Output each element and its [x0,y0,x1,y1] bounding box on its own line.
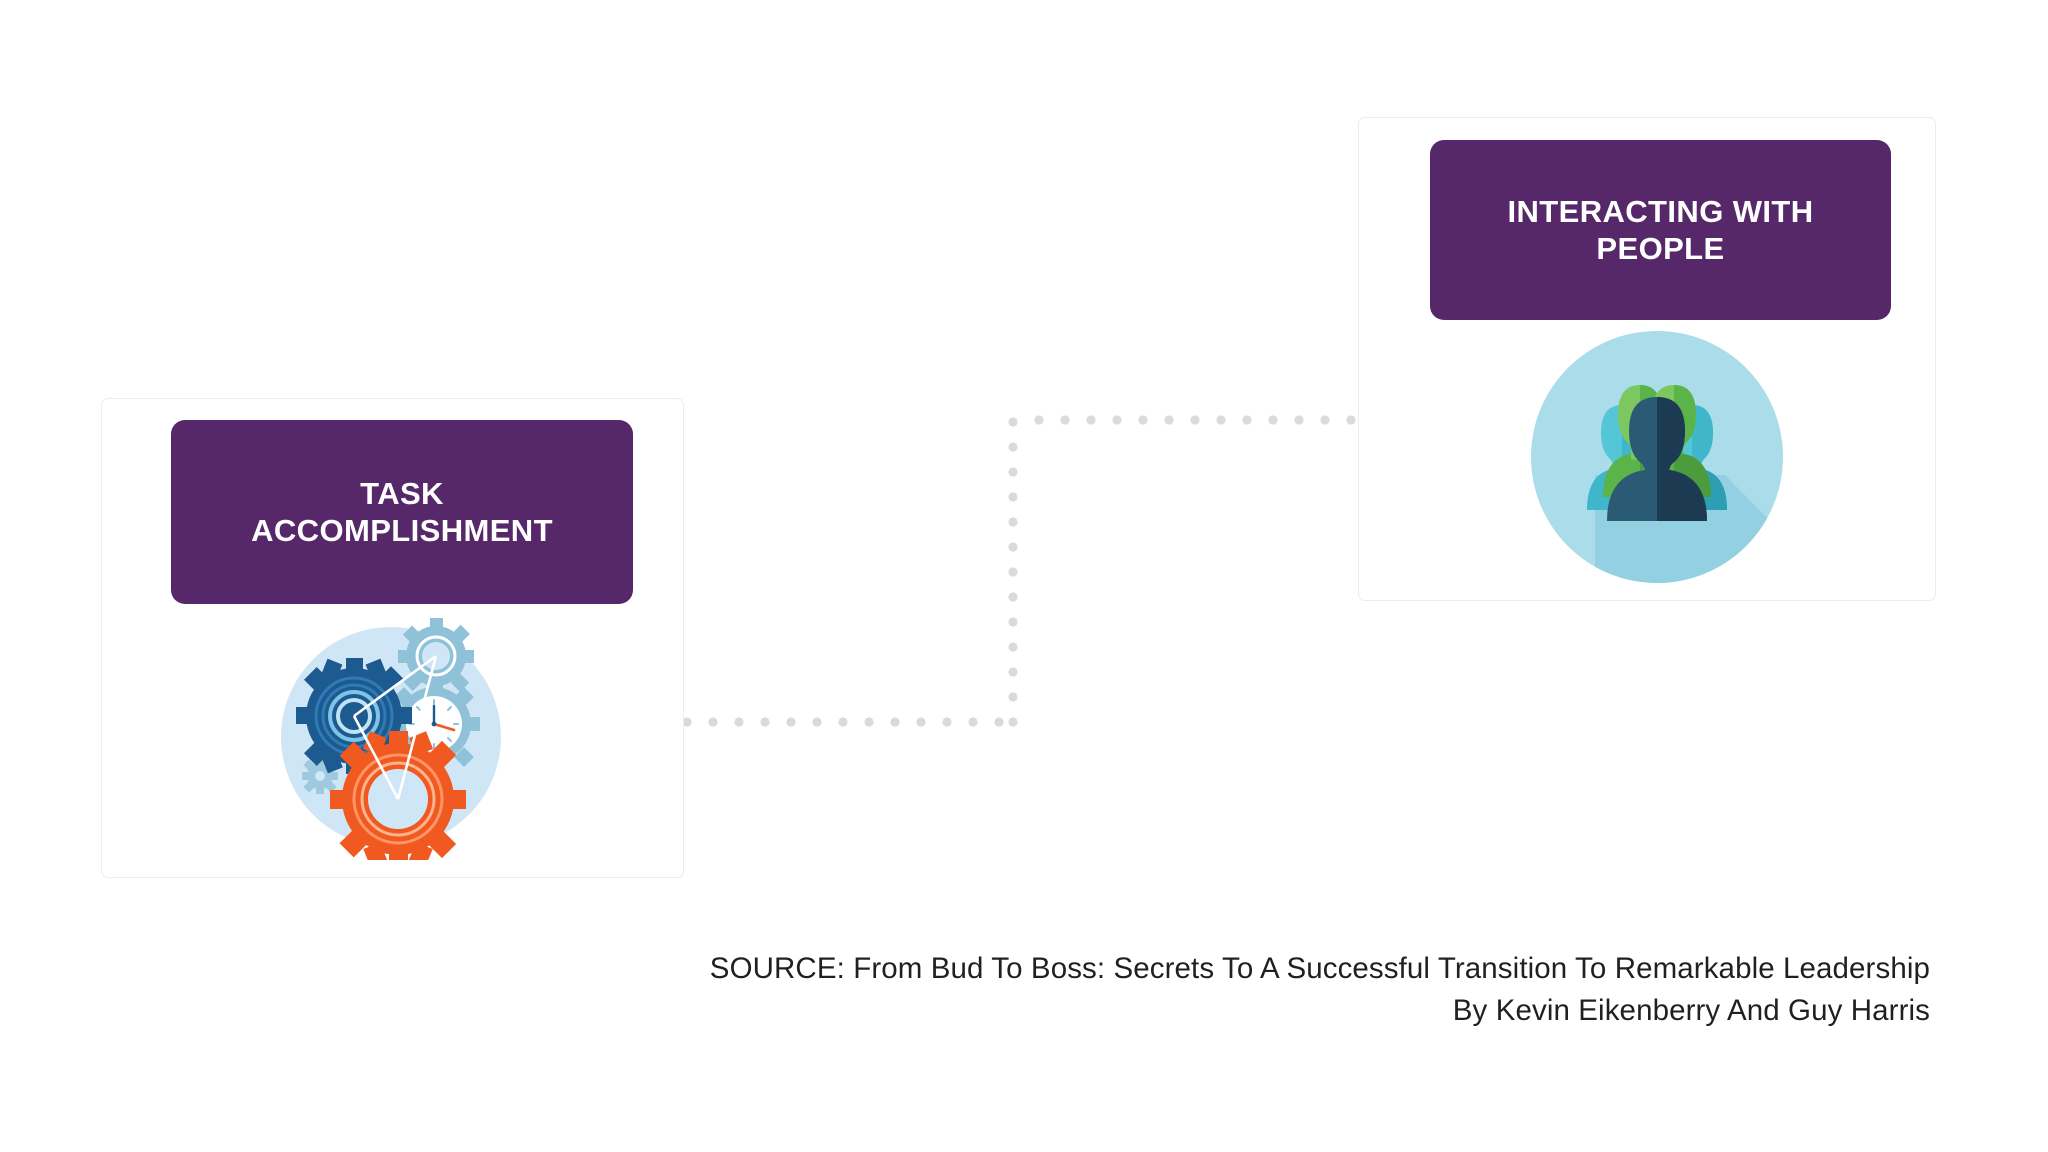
pill-people-label-line-2: PEOPLE [1596,231,1725,266]
gears-clock-icon [268,614,514,860]
pill-people-label-line-1: INTERACTING WITH [1507,193,1814,229]
source-caption: SOURCE: From Bud To Boss: Secrets To A S… [420,948,1930,1032]
person-front [1607,397,1707,521]
belt-lines [352,654,438,800]
pill-people-label: INTERACTING WITH PEOPLE [1507,193,1813,267]
pill-task-accomplishment[interactable]: TASK ACCOMPLISHMENT [171,420,633,604]
people-group-icon [1525,325,1789,589]
clock-hour-hand [432,722,456,732]
pill-task-label-line-2: ACCOMPLISHMENT [251,513,553,548]
pill-task-label: TASK ACCOMPLISHMENT [251,475,553,549]
source-caption-line-1: SOURCE: From Bud To Boss: Secrets To A S… [709,952,1930,985]
pill-task-label-line-1: TASK [360,475,444,511]
source-caption-line-2: By Kevin Eikenberry And Guy Harris [1452,993,1930,1027]
connector-dots [682,415,1356,727]
pill-interacting-with-people[interactable]: INTERACTING WITH PEOPLE [1430,140,1891,320]
